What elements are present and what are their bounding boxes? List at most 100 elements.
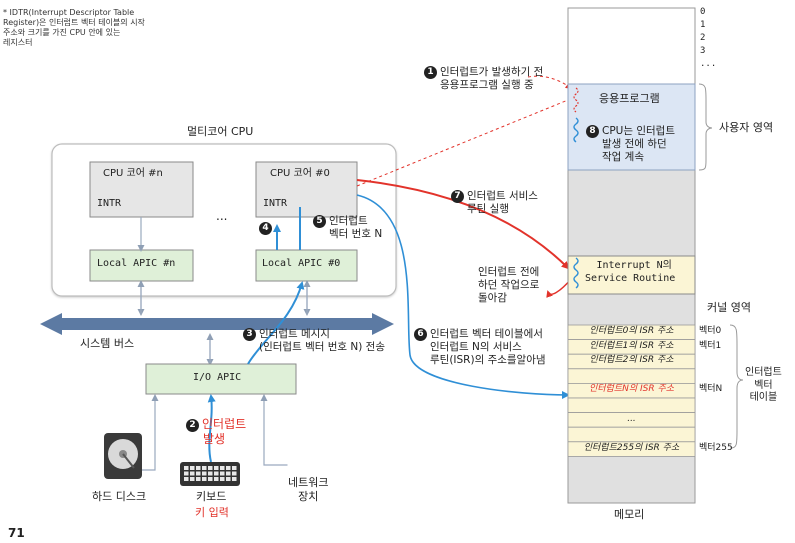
hard-disk-icon bbox=[104, 433, 142, 479]
keyboard-key bbox=[202, 477, 207, 481]
isr-label: Interrupt N의 Service Routine bbox=[585, 260, 675, 285]
isr-line: Service Routine bbox=[585, 272, 676, 284]
keyboard-key bbox=[220, 477, 225, 481]
page-number: 71 bbox=[8, 526, 25, 540]
ivt-entry: 인터럽트1의 ISR 주소 bbox=[589, 340, 674, 351]
step-6-line: 루틴(ISR)의 주소를알아냄 bbox=[430, 354, 546, 367]
io-apic-box bbox=[145, 363, 297, 395]
step-7-line: 루틴 실행 bbox=[467, 203, 509, 216]
step-7-line: 인터럽트 서비스 bbox=[467, 190, 538, 202]
intr-n-label: INTR bbox=[97, 198, 122, 209]
step-3-number: 3 bbox=[243, 328, 256, 341]
keyboard-label: 키보드 bbox=[196, 490, 227, 503]
ivt-entry: 인터럽트255의 ISR 주소 bbox=[583, 442, 680, 453]
cpu-ellipsis: ... bbox=[216, 209, 228, 223]
step-5-line: 인터럽트 bbox=[329, 215, 368, 227]
keyboard-key bbox=[190, 466, 195, 470]
step-2-number: 2 bbox=[186, 419, 199, 432]
return-line: 인터럽트 전에 bbox=[478, 266, 540, 278]
keyboard-key bbox=[190, 471, 195, 476]
keyboard-key bbox=[184, 477, 189, 481]
note-line: Register)은 인터럽트 벡터 테이블의 시작 bbox=[3, 18, 145, 27]
keyboard-key bbox=[220, 471, 225, 476]
keyboard-icon bbox=[180, 462, 240, 486]
cpu-core-n-box bbox=[89, 161, 194, 218]
step-6-line: 인터럽트 N의 서비스 bbox=[430, 341, 522, 354]
keyboard-key bbox=[196, 466, 201, 470]
step-3-line: 인터럽트 메시지 bbox=[259, 328, 330, 340]
step-6-line: 인터럽트 벡터 테이블에서 bbox=[430, 328, 543, 340]
keyboard-key bbox=[190, 477, 195, 481]
step-6-number: 6 bbox=[414, 328, 427, 341]
user-program-label: 응용프로그램 bbox=[599, 92, 660, 105]
ivt-vector-label: 벡터0 bbox=[699, 326, 722, 336]
keyboard-key bbox=[226, 471, 231, 476]
keyboard-key bbox=[202, 471, 207, 476]
keyboard-key bbox=[226, 477, 231, 481]
step-1-number: 1 bbox=[424, 66, 437, 79]
ivt-label-line: 테이블 bbox=[749, 392, 778, 403]
network-line: 네트워크 bbox=[288, 476, 329, 489]
ivt-label-line: 벡터 bbox=[754, 379, 773, 391]
keyboard-key bbox=[214, 477, 219, 481]
isr-line: Interrupt N의 bbox=[596, 260, 672, 271]
cpu-core-n-label: CPU 코어 #n bbox=[103, 168, 163, 179]
step-1-line: 인터럽트가 발생하기 전 bbox=[440, 66, 544, 78]
ivt-vector-label: 벡터1 bbox=[699, 340, 722, 351]
step-8-line: 발생 전에 하던 bbox=[602, 138, 667, 151]
memory-address: 3 bbox=[700, 46, 706, 56]
keyboard-key bbox=[226, 466, 231, 470]
keyboard-key bbox=[232, 477, 237, 481]
memory-caption: 메모리 bbox=[614, 508, 645, 521]
keyboard-key bbox=[208, 477, 213, 481]
ivt-entry: ... bbox=[627, 413, 636, 424]
step-8-number: 8 bbox=[586, 125, 599, 138]
return-line: 돌아감 bbox=[478, 292, 507, 305]
kernel-area-label: 커널 영역 bbox=[707, 301, 751, 314]
note-line: 주소와 크기를 가진 CPU 안에 있는 bbox=[3, 28, 121, 37]
step-5-number: 5 bbox=[313, 215, 326, 228]
network-line: 장치 bbox=[298, 489, 319, 503]
keyboard-key bbox=[232, 466, 237, 470]
step-5-line: 벡터 번호 N bbox=[329, 228, 383, 241]
ivt-row-cell bbox=[567, 368, 696, 384]
ivt-row-cell bbox=[567, 426, 696, 443]
step-8-line: 작업 계속 bbox=[602, 151, 644, 164]
keyboard-key bbox=[196, 471, 201, 476]
keyboard-key bbox=[220, 466, 225, 470]
network-device-icon bbox=[287, 439, 329, 475]
isr-region bbox=[567, 255, 696, 295]
keyboard-key bbox=[214, 466, 219, 470]
multicore-cpu-title: 멀티코어 CPU bbox=[187, 125, 254, 138]
io-apic-label: I/O APIC bbox=[193, 372, 242, 383]
memory-address: 1 bbox=[700, 20, 706, 30]
ivt-vector-label: 벡터255 bbox=[699, 442, 733, 453]
step-2-line: 인터럽트 bbox=[202, 417, 247, 431]
hard-disk-label: 하드 디스크 bbox=[92, 490, 147, 503]
system-bus-arrow bbox=[40, 313, 394, 335]
memory-address: ... bbox=[700, 59, 717, 69]
step-3-line: (인터럽트 벡터 번호 N) 전송 bbox=[259, 341, 385, 354]
ivt-label: 인터럽트 벡터 테이블 bbox=[745, 367, 782, 405]
keyboard-key bbox=[196, 477, 201, 481]
step-4-label: 4 bbox=[259, 222, 275, 236]
ivt-label-line: 인터럽트 bbox=[745, 367, 782, 378]
step-1-line: 응용프로그램 실행 중 bbox=[440, 79, 534, 92]
ivt-entry: 인터럽트N의 ISR 주소 bbox=[588, 384, 675, 395]
step-7-number: 7 bbox=[451, 190, 464, 203]
memory-address: 2 bbox=[700, 33, 706, 43]
user-area-label: 사용자 영역 bbox=[719, 121, 774, 134]
keyboard-key bbox=[232, 471, 237, 476]
return-label: 인터럽트 전에 하던 작업으로 돌아감 bbox=[478, 266, 539, 305]
ivt-entry: 인터럽트0의 ISR 주소 bbox=[589, 326, 674, 336]
local-apic-n-label: Local APIC #n bbox=[97, 258, 176, 269]
cpu-core-0-label: CPU 코어 #0 bbox=[270, 168, 330, 179]
